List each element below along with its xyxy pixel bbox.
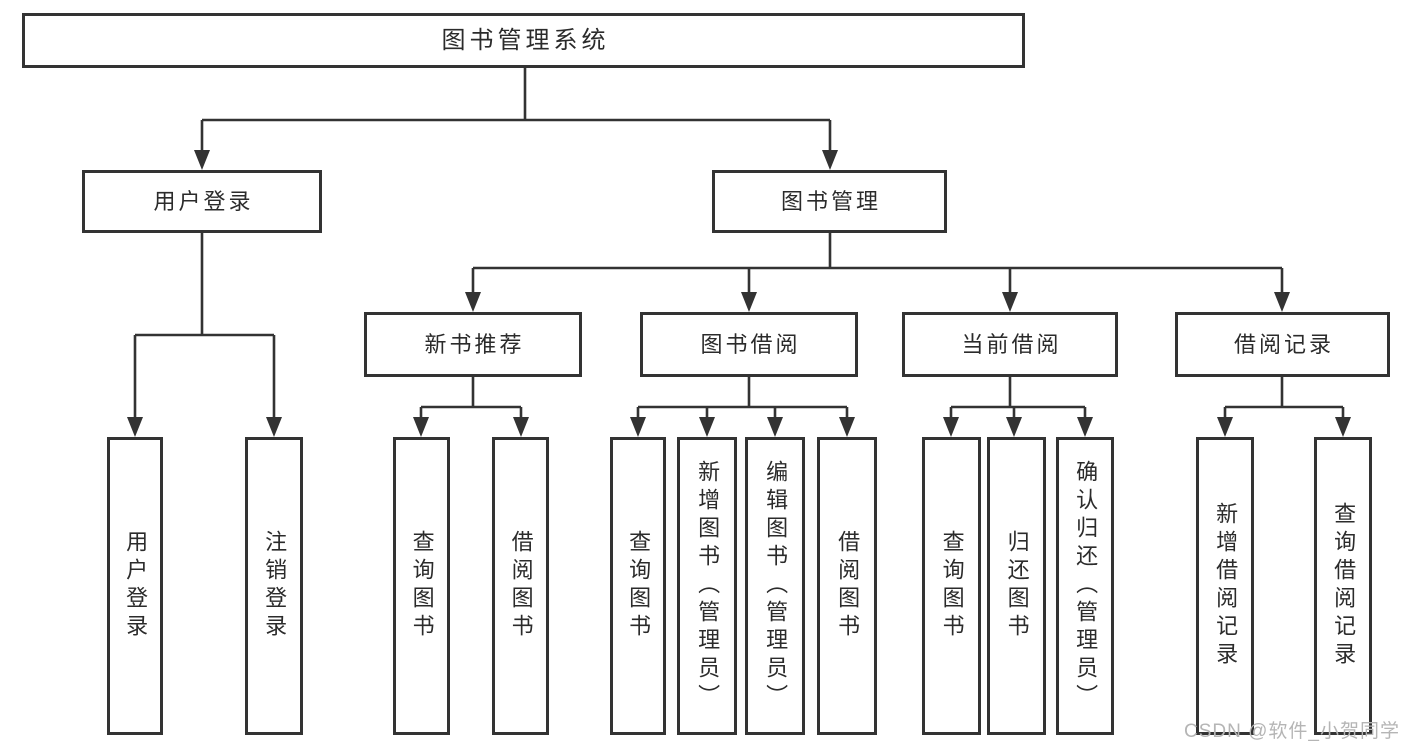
leaf-current-query-books-label: 查询图书 <box>939 530 965 642</box>
leaf-rec-query-books-label: 查询图书 <box>409 530 435 642</box>
leaf-user-login: 用户登录 <box>107 437 163 735</box>
node-current-borrow: 当前借阅 <box>902 312 1118 377</box>
node-book-management-label: 图书管理 <box>780 188 881 214</box>
leaf-current-query-books: 查询图书 <box>922 437 981 735</box>
leaf-add-borrow-record: 新增借阅记录 <box>1196 437 1254 735</box>
leaf-user-login-label: 用户登录 <box>123 530 149 642</box>
node-borrow-records-label: 借阅记录 <box>1233 331 1334 357</box>
node-borrow-records: 借阅记录 <box>1175 312 1390 377</box>
node-book-borrow: 图书借阅 <box>640 312 858 377</box>
leaf-confirm-return-admin-label: 确认归还（管理员） <box>1073 460 1099 712</box>
leaf-add-borrow-record-label: 新增借阅记录 <box>1213 502 1239 670</box>
leaf-query-borrow-record-label: 查询借阅记录 <box>1331 502 1357 670</box>
node-current-borrow-label: 当前借阅 <box>961 331 1062 357</box>
leaf-edit-books-admin-label: 编辑图书（管理员） <box>763 460 789 712</box>
leaf-logout: 注销登录 <box>245 437 303 735</box>
leaf-borrow-query-books: 查询图书 <box>610 437 666 735</box>
node-user-login: 用户登录 <box>82 170 322 233</box>
leaf-return-books: 归还图书 <box>987 437 1046 735</box>
leaf-logout-label: 注销登录 <box>262 530 288 642</box>
leaf-query-borrow-record: 查询借阅记录 <box>1314 437 1372 735</box>
node-root-system: 图书管理系统 <box>22 13 1025 68</box>
leaf-edit-books-admin: 编辑图书（管理员） <box>745 437 805 735</box>
node-new-book-recommend-label: 新书推荐 <box>424 331 525 357</box>
node-new-book-recommend: 新书推荐 <box>364 312 582 377</box>
leaf-add-books-admin-label: 新增图书（管理员） <box>695 460 721 712</box>
node-book-management: 图书管理 <box>712 170 947 233</box>
leaf-borrow-books: 借阅图书 <box>817 437 877 735</box>
leaf-rec-borrow-books-label: 借阅图书 <box>508 530 534 642</box>
leaf-return-books-label: 归还图书 <box>1004 530 1030 642</box>
leaf-borrow-books-label: 借阅图书 <box>835 530 861 642</box>
leaf-rec-query-books: 查询图书 <box>393 437 450 735</box>
node-root-system-label: 图书管理系统 <box>441 26 610 54</box>
node-book-borrow-label: 图书借阅 <box>700 331 801 357</box>
node-user-login-label: 用户登录 <box>153 188 254 214</box>
csdn-watermark: CSDN @软件_小贺同学 <box>1184 721 1400 742</box>
leaf-add-books-admin: 新增图书（管理员） <box>677 437 737 735</box>
leaf-rec-borrow-books: 借阅图书 <box>492 437 549 735</box>
leaf-confirm-return-admin: 确认归还（管理员） <box>1056 437 1114 735</box>
leaf-borrow-query-books-label: 查询图书 <box>626 530 652 642</box>
